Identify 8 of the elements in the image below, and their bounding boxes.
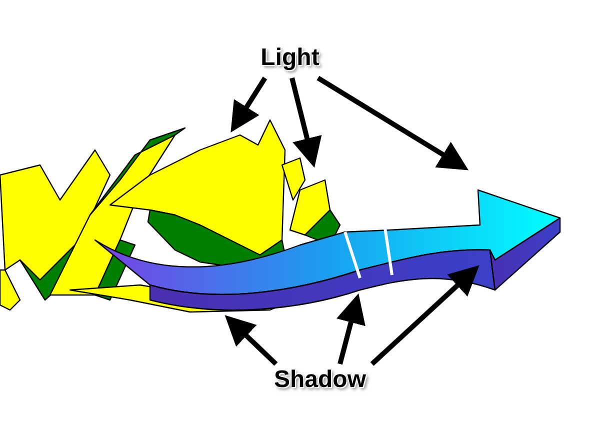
callout-label: Shadow (274, 366, 366, 393)
leader-arrow (290, 77, 322, 168)
leader-arrow (316, 76, 469, 170)
callout-label: Light (260, 44, 320, 71)
leader-arrow (336, 293, 366, 365)
leader-arrow (370, 265, 480, 366)
leader-arrow (230, 76, 268, 132)
leader-arrow (224, 315, 278, 366)
